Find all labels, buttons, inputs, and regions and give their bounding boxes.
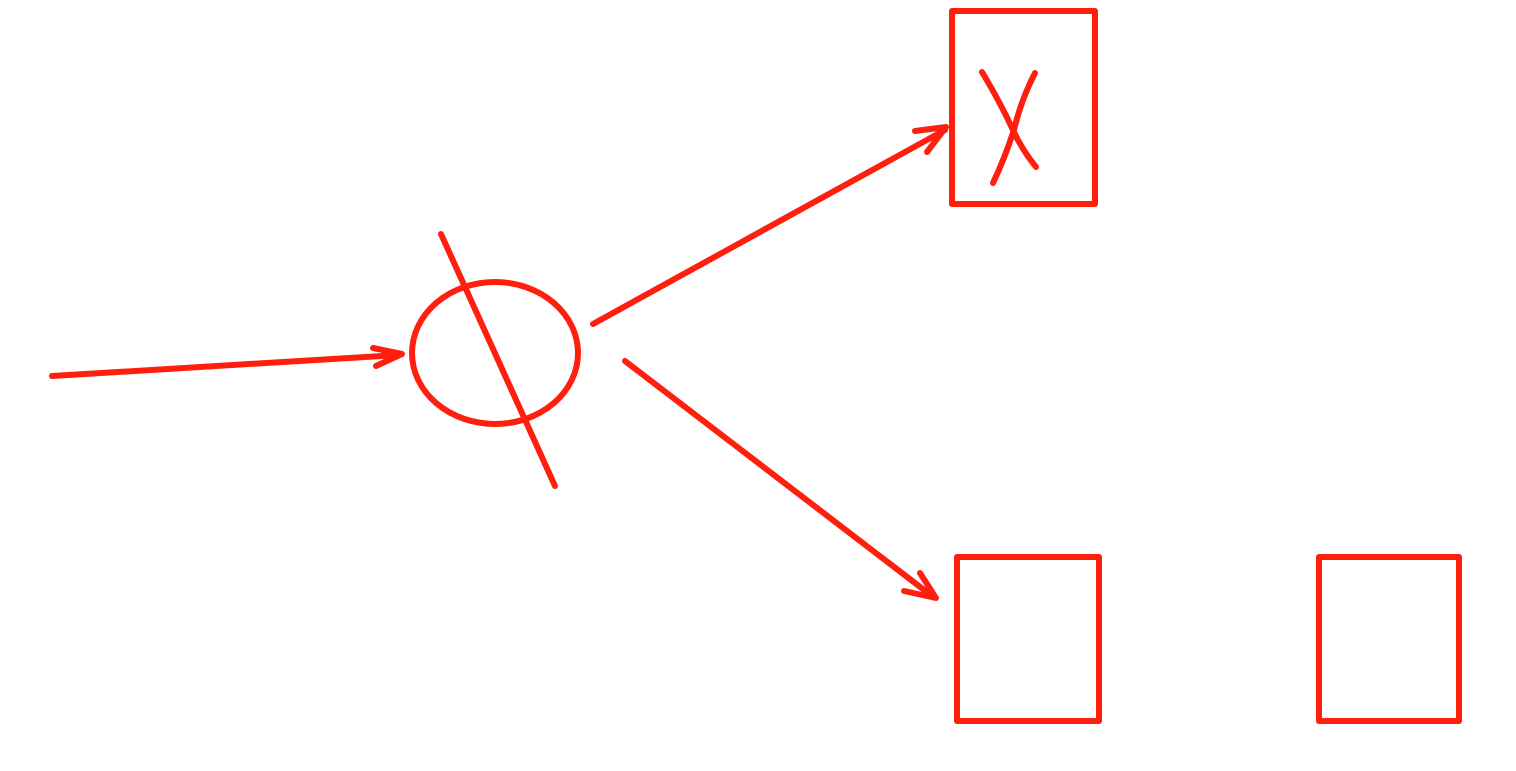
input-arrow-head [370, 345, 405, 369]
arrow-to-bottom-box [622, 358, 939, 601]
arrow-to-top-box [590, 124, 949, 327]
x-mark-stroke-2 [990, 70, 1038, 186]
arrow-to-top-box-shaft [590, 127, 948, 327]
splitter-ellipse [409, 279, 581, 427]
arrow-to-bottom-box-shaft [622, 358, 935, 599]
x-mark-icon [979, 69, 1039, 186]
input-arrow [49, 345, 405, 379]
input-arrow-shaft [49, 352, 401, 379]
box-bottom-right [1316, 554, 1462, 724]
arrow-to-top-box-head [912, 124, 949, 155]
splitter-node [409, 231, 581, 489]
box-bottom-left [954, 554, 1102, 724]
splitter-slash [438, 231, 558, 489]
box-top [949, 8, 1098, 207]
box-top-rect [949, 8, 1098, 207]
arrow-to-bottom-box-head [901, 570, 939, 601]
